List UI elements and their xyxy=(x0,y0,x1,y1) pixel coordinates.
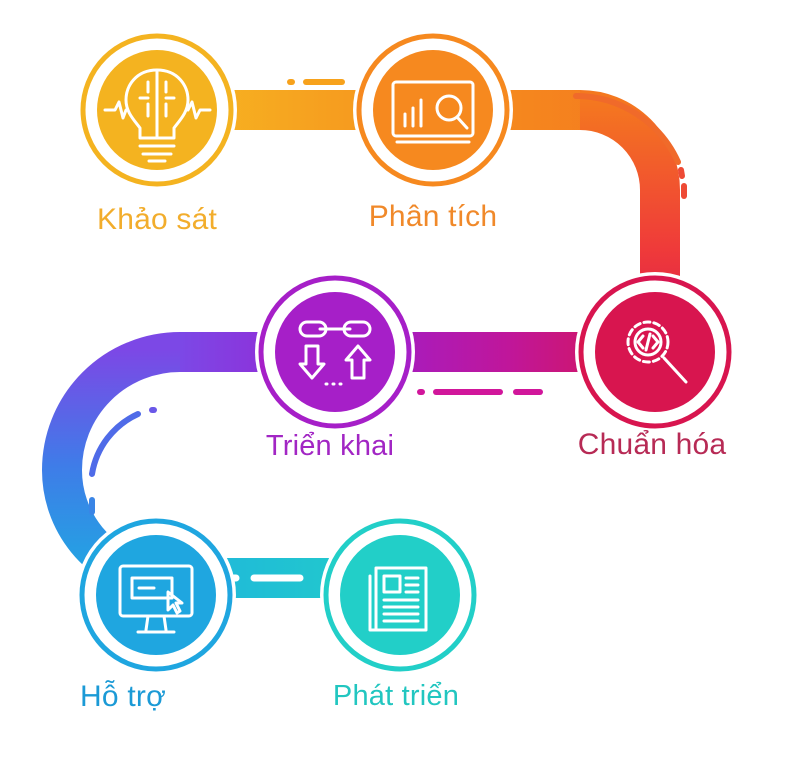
code-search-gear-icon xyxy=(626,320,688,384)
step-trien-khai xyxy=(255,272,415,432)
lightbulb-brain-icon xyxy=(103,68,212,163)
newspaper-icon xyxy=(368,566,428,632)
step-chuan-hoa xyxy=(575,272,735,432)
step-label-phat-trien: Phát triển xyxy=(332,680,460,712)
step-ho-tro xyxy=(76,515,236,675)
step-phat-trien xyxy=(320,515,480,675)
monitor-cursor-icon xyxy=(118,564,194,634)
link-transfer-icon xyxy=(298,320,372,386)
step-label-chuan-hoa: Chuẩn hóa xyxy=(577,428,727,461)
analytics-monitor-icon xyxy=(391,80,475,144)
step-label-khao-sat: Khảo sát xyxy=(96,203,218,236)
step-label-ho-tro: Hỗ trợ xyxy=(80,680,166,713)
ribbon-right xyxy=(579,90,680,310)
step-khao-sat xyxy=(77,30,237,190)
step-label-trien-khai: Triển khai xyxy=(265,430,395,462)
step-label-phan-tich: Phân tích xyxy=(368,200,498,233)
step-phan-tich xyxy=(353,30,513,190)
